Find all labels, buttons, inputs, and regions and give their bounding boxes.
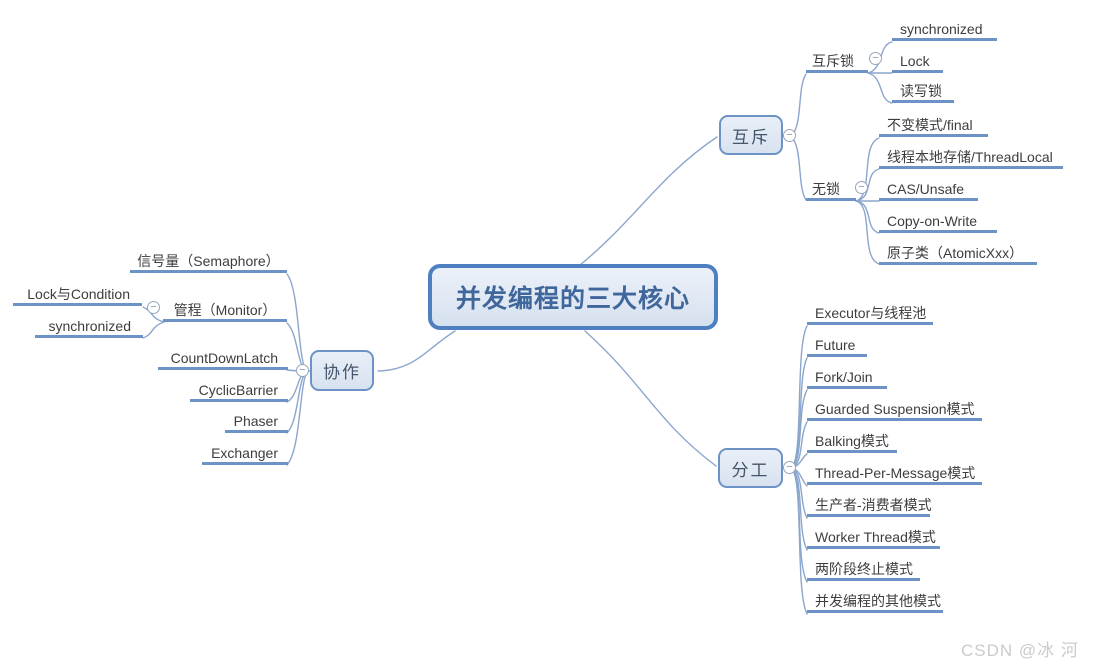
collapse-icon-monitor[interactable]: − — [147, 301, 160, 314]
topic-lock[interactable]: Lock — [892, 52, 943, 73]
topic-cas-unsafe[interactable]: CAS/Unsafe — [879, 180, 978, 201]
collapse-icon-division[interactable]: − — [783, 461, 796, 474]
topic-phaser[interactable]: Phaser — [225, 412, 288, 433]
topic-immutable-final[interactable]: 不变模式/final — [879, 116, 988, 137]
topic-fork-join[interactable]: Fork/Join — [807, 368, 887, 389]
branch-box-mutex[interactable]: 互斥 — [719, 115, 783, 155]
topic-executor-threadpool[interactable]: Executor与线程池 — [807, 304, 933, 325]
branch-box-division[interactable]: 分工 — [718, 448, 783, 488]
branch-box-cooperation[interactable]: 协作 — [310, 350, 374, 391]
watermark: CSDN @冰 河 — [961, 641, 1079, 660]
topic-guarded-suspension[interactable]: Guarded Suspension模式 — [807, 400, 982, 421]
topic-exchanger[interactable]: Exchanger — [202, 444, 288, 465]
topic-producer-consumer[interactable]: 生产者-消费者模式 — [807, 496, 932, 517]
topic-balking[interactable]: Balking模式 — [807, 432, 897, 453]
topic-read-write-lock[interactable]: 读写锁 — [892, 82, 954, 103]
topic-lock-free[interactable]: 无锁 — [806, 180, 856, 201]
collapse-icon-cooperation[interactable]: − — [296, 364, 309, 377]
topic-synchronized-right[interactable]: synchronized — [892, 20, 997, 41]
topic-cyclicbarrier[interactable]: CyclicBarrier — [190, 381, 288, 402]
root-topic[interactable]: 并发编程的三大核心 — [428, 264, 718, 330]
topic-two-phase-termination[interactable]: 两阶段终止模式 — [807, 560, 920, 581]
topic-lock-condition[interactable]: Lock与Condition — [13, 285, 142, 306]
topic-synchronized-left[interactable]: synchronized — [35, 317, 143, 338]
collapse-icon-mutex-lock[interactable]: − — [869, 52, 882, 65]
topic-thread-per-message[interactable]: Thread-Per-Message模式 — [807, 464, 982, 485]
topic-copy-on-write[interactable]: Copy-on-Write — [879, 212, 997, 233]
collapse-icon-mutex[interactable]: − — [783, 129, 796, 142]
topic-atomic-class[interactable]: 原子类（AtomicXxx） — [879, 244, 1037, 265]
topic-threadlocal[interactable]: 线程本地存储/ThreadLocal — [879, 148, 1063, 169]
topic-monitor[interactable]: 管程（Monitor） — [163, 301, 287, 322]
topic-future[interactable]: Future — [807, 336, 867, 357]
topic-worker-thread[interactable]: Worker Thread模式 — [807, 528, 940, 549]
collapse-icon-lock-free[interactable]: − — [855, 181, 868, 194]
topic-countdownlatch[interactable]: CountDownLatch — [158, 349, 288, 370]
topic-mutex-lock[interactable]: 互斥锁 — [806, 52, 868, 73]
topic-other-patterns[interactable]: 并发编程的其他模式 — [807, 592, 943, 613]
topic-semaphore[interactable]: 信号量（Semaphore） — [130, 252, 287, 273]
